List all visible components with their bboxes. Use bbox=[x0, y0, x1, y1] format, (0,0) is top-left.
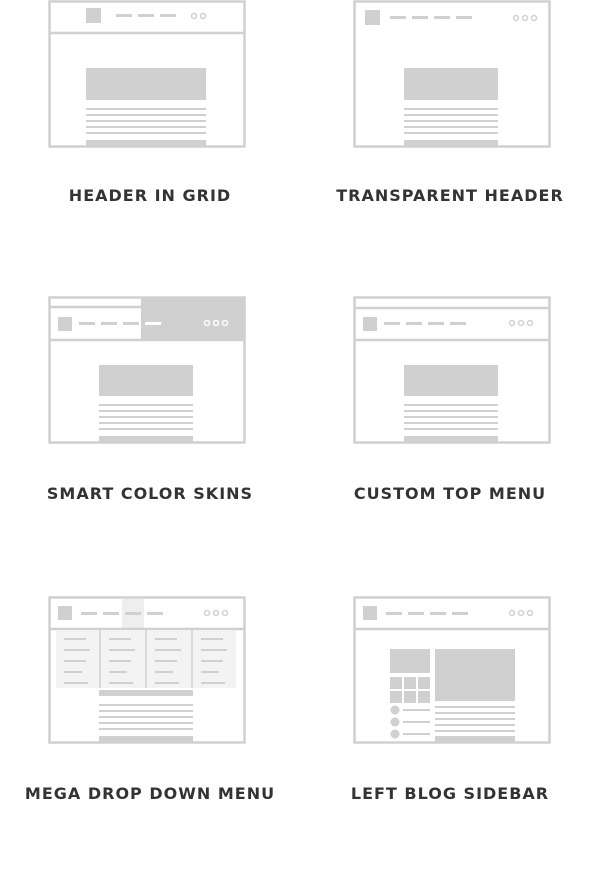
feature-title: LEFT BLOG SIDEBAR bbox=[350, 784, 550, 803]
feature-title: TRANSPARENT HEADER bbox=[336, 186, 564, 205]
feature-card-smart-color-skins[interactable]: SMART COLOR SKINS bbox=[0, 296, 300, 596]
feature-title: HEADER IN GRID bbox=[68, 186, 232, 205]
feature-title: SMART COLOR SKINS bbox=[46, 484, 254, 503]
feature-card-transparent-header[interactable]: TRANSPARENT HEADER bbox=[300, 0, 600, 300]
mega-drop-down-menu-thumbnail-icon bbox=[48, 596, 246, 744]
feature-card-mega-drop-down-menu[interactable]: MEGA DROP DOWN MENU bbox=[0, 596, 300, 896]
header-in-grid-thumbnail-icon bbox=[48, 0, 246, 148]
feature-card-header-in-grid[interactable]: HEADER IN GRID bbox=[0, 0, 300, 300]
left-blog-sidebar-thumbnail-icon bbox=[353, 596, 551, 744]
smart-color-skins-thumbnail-icon bbox=[48, 296, 246, 444]
feature-card-custom-top-menu[interactable]: CUSTOM TOP MENU bbox=[300, 296, 600, 596]
feature-title: MEGA DROP DOWN MENU bbox=[24, 784, 276, 803]
custom-top-menu-thumbnail-icon bbox=[353, 296, 551, 444]
feature-card-left-blog-sidebar[interactable]: LEFT BLOG SIDEBAR bbox=[300, 596, 600, 896]
feature-title: CUSTOM TOP MENU bbox=[353, 484, 547, 503]
transparent-header-thumbnail-icon bbox=[353, 0, 551, 148]
